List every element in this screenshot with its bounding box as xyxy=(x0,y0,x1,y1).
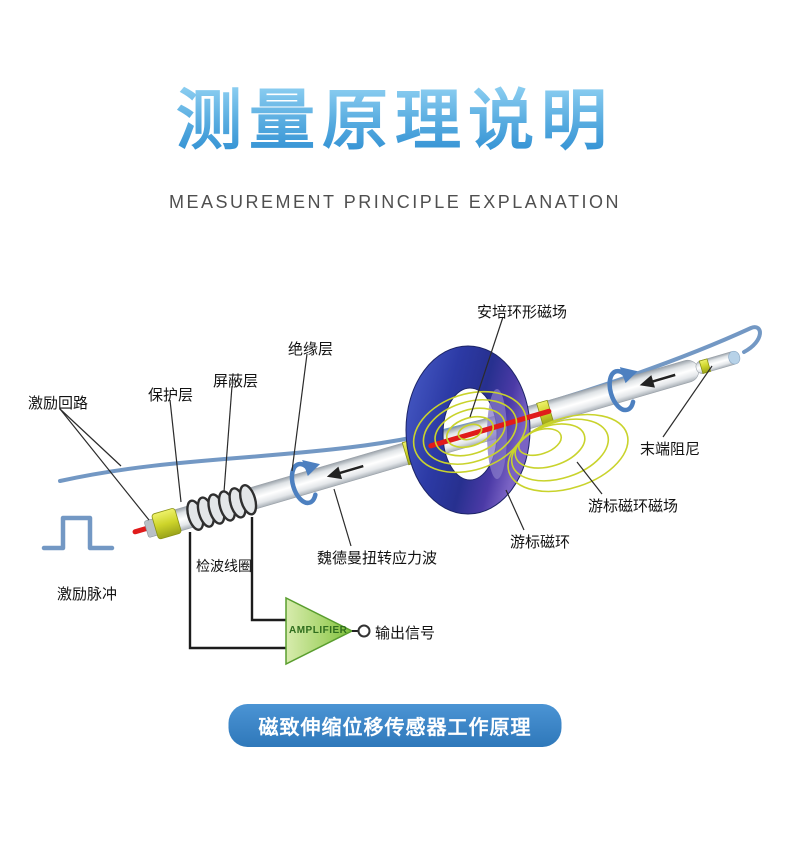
ampere-field-lines xyxy=(412,390,528,474)
detection-coil xyxy=(186,484,258,531)
rod-band xyxy=(698,358,712,375)
cursor-field-lines xyxy=(507,413,629,493)
label-excitation-loop: 激励回路 xyxy=(28,395,89,412)
coil-wiring xyxy=(188,517,286,650)
excitation-pulse-wave xyxy=(41,515,115,551)
label-wiedemann-wave: 魏德曼扭转应力波 xyxy=(317,550,438,567)
caption-text: 磁致伸缩位移传感器工作原理 xyxy=(258,717,532,739)
torsion-arrow-right xyxy=(607,367,638,413)
left-connector xyxy=(151,508,182,540)
label-detection-coil: 检波线圈 xyxy=(196,558,252,574)
label-ampere-field: 安培环形磁场 xyxy=(477,304,568,321)
leader-lines xyxy=(59,316,713,547)
label-amplifier: AMPLIFIER xyxy=(289,625,348,636)
caption-pill: 磁致伸缩位移传感器工作原理 xyxy=(228,704,562,747)
label-shielding-layer: 屏蔽层 xyxy=(213,373,259,390)
torsion-arrow-left xyxy=(289,460,320,506)
cursor-magnet-ring xyxy=(405,345,531,515)
label-insulation-layer: 绝缘层 xyxy=(288,341,334,358)
output-terminal xyxy=(357,624,371,638)
label-excitation-pulse: 激励脉冲 xyxy=(57,586,118,603)
rod-tip xyxy=(728,350,741,365)
ring-inner-wall xyxy=(487,389,507,479)
amplifier-block xyxy=(285,596,371,666)
label-cursor-ring: 游标磁环 xyxy=(510,534,571,551)
page-title: 测量原理说明 xyxy=(0,84,790,157)
center-conductor xyxy=(428,408,552,449)
page-subtitle: MEASUREMENT PRINCIPLE EXPLANATION xyxy=(169,192,621,212)
label-end-damping: 末端阻尼 xyxy=(640,441,701,458)
wave-direction-arrows xyxy=(326,373,676,480)
label-cursor-field: 游标磁环磁场 xyxy=(588,498,679,515)
label-output-signal: 输出信号 xyxy=(375,625,436,642)
label-protective-layer: 保护层 xyxy=(148,387,194,404)
